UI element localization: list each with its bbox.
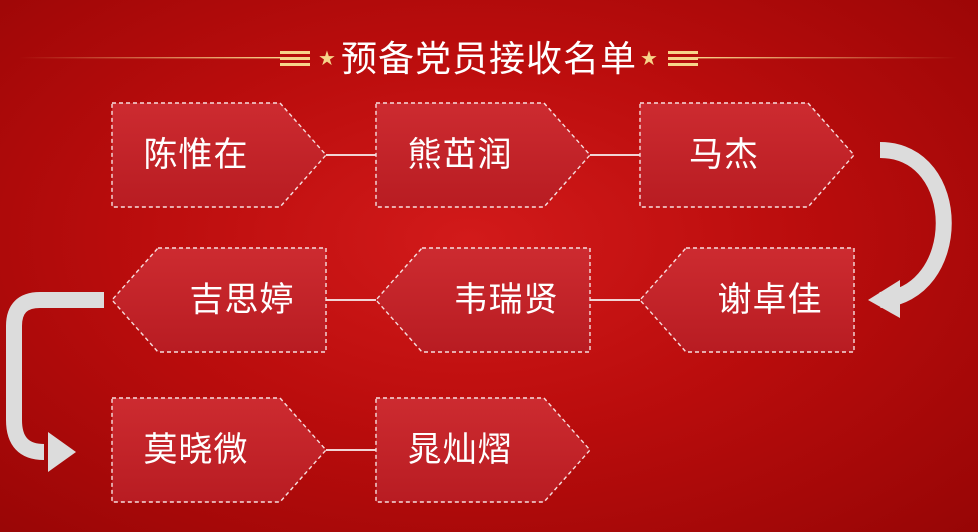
name-label: 马杰 [689,135,759,175]
name-label: 晁灿熠 [407,430,513,470]
title-bar: ★ 预备党员接收名单 ★ [0,30,978,90]
star-icon: ★ [318,46,336,70]
name-label: 谢卓佳 [717,280,823,320]
curved-arrow-icon [6,292,104,460]
page-title: 预备党员接收名单 [340,39,637,80]
name-label: 熊茁润 [407,135,513,175]
name-node [111,247,327,353]
name-node [375,397,591,503]
star-icon: ★ [640,46,658,70]
name-node [639,102,855,208]
name-node [639,247,855,353]
name-node [111,102,327,208]
name-node [111,397,327,503]
name-label: 陈惟在 [143,135,249,175]
name-label: 韦瑞贤 [453,280,559,320]
curved-arrow-icon [879,142,952,308]
arrow-head-icon [868,280,900,318]
name-node [375,247,591,353]
name-label: 莫晓微 [143,430,249,470]
arrow-head-icon [48,432,76,472]
title-decor-lines [20,51,958,66]
name-node [375,102,591,208]
name-label: 吉思婷 [189,280,295,320]
